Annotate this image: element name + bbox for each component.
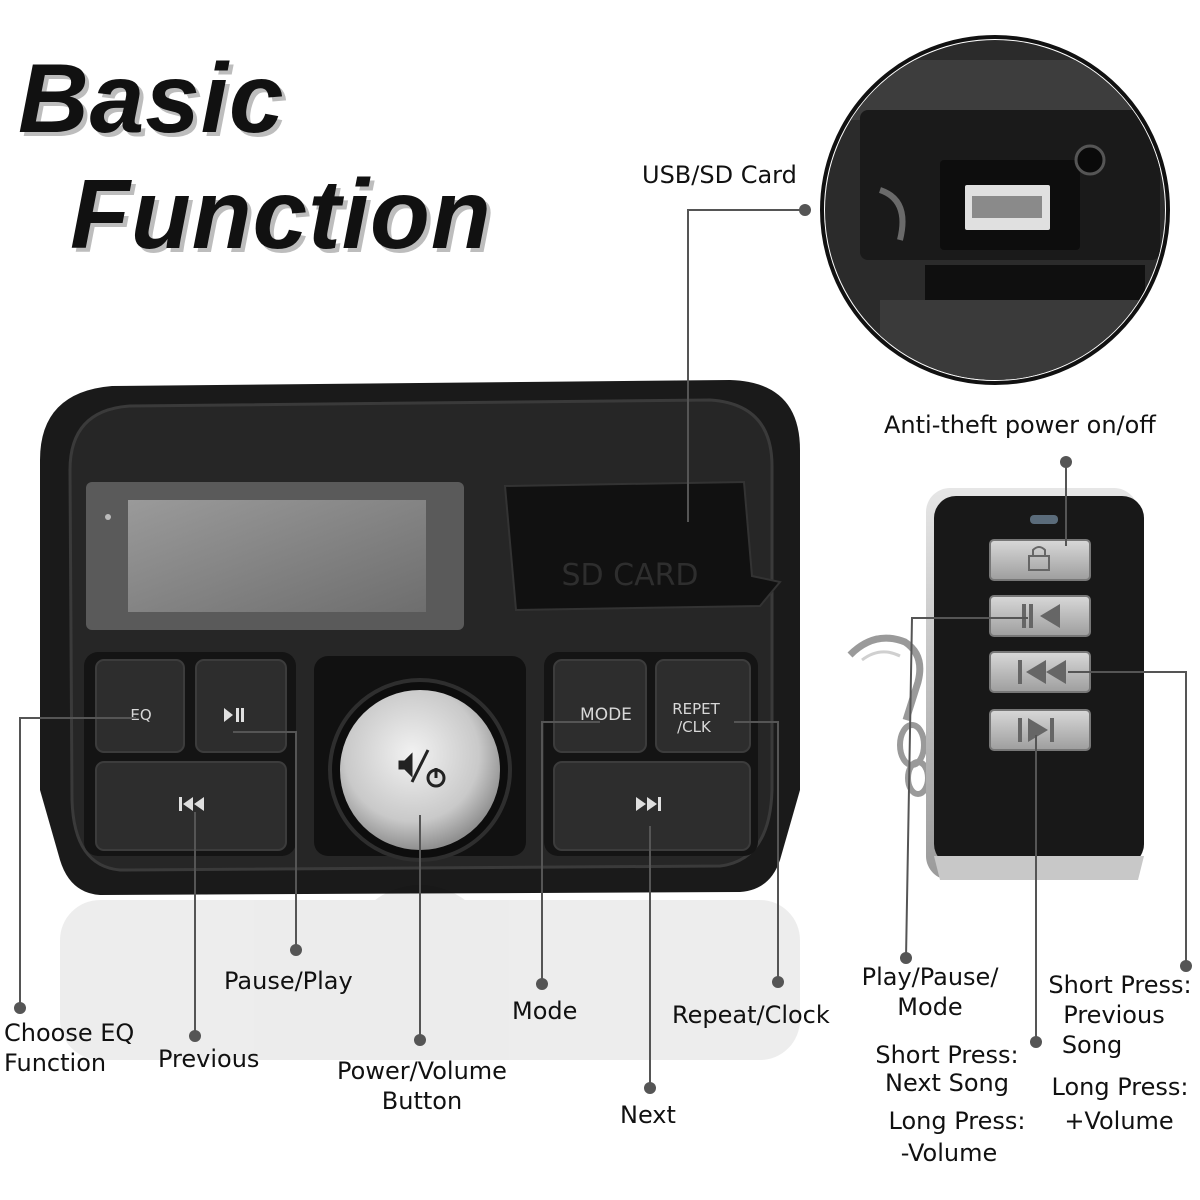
- eq-button: EQ: [95, 659, 185, 753]
- head-unit: SD CARD EQ: [40, 380, 800, 895]
- title-line-1: Basic: [18, 43, 285, 153]
- remote-lock-button: [989, 539, 1091, 581]
- label-power-volume-1: Power/Volume: [337, 1057, 507, 1085]
- previous-icon: [179, 797, 204, 811]
- remote-next-button: [989, 709, 1091, 751]
- mode-button-label: MODE: [580, 705, 632, 725]
- play-pause-mode-icon: [1022, 604, 1026, 628]
- next-icon: [636, 797, 661, 811]
- label-remote-play-pause-mode-1: Play/Pause/: [861, 963, 999, 991]
- label-anti-theft: Anti-theft power on/off: [884, 411, 1156, 439]
- label-remote-previous-5: +Volume: [1064, 1107, 1174, 1135]
- sd-cover-text: SD CARD: [561, 558, 698, 593]
- label-repeat-clock: Repeat/Clock: [672, 1001, 830, 1029]
- label-pause-play: Pause/Play: [224, 967, 353, 995]
- label-remote-next-3: Long Press:: [888, 1107, 1026, 1135]
- label-remote-next-1: Short Press:: [875, 1041, 1019, 1069]
- repeat-clock-button: REPET /CLK: [655, 659, 751, 753]
- remote-play-pause-mode-button: [989, 595, 1091, 637]
- label-remote-next-4: -Volume: [900, 1139, 998, 1167]
- label-remote-previous-2: Previous: [1063, 1001, 1165, 1029]
- label-usb-sd-card: USB/SD Card: [642, 161, 797, 189]
- remote-control: [847, 488, 1144, 880]
- title-line-2: Function: [70, 159, 492, 269]
- label-power-volume-2: Button: [381, 1087, 463, 1115]
- mode-button: MODE: [553, 659, 647, 753]
- power-volume-icon: [398, 749, 446, 788]
- label-remote-previous-4: Long Press:: [1051, 1073, 1189, 1101]
- label-choose-eq-2: Function: [4, 1049, 107, 1077]
- power-volume-knob: [328, 678, 512, 862]
- usb-port-closeup: [820, 35, 1170, 385]
- label-choose-eq-1: Choose EQ: [4, 1019, 135, 1047]
- lcd-screen: [128, 500, 426, 612]
- label-previous: Previous: [158, 1045, 260, 1073]
- device-reflection: [60, 885, 800, 1060]
- eq-button-label: EQ: [130, 706, 151, 724]
- label-mode: Mode: [512, 997, 578, 1025]
- label-remote-previous-3: Song: [1061, 1031, 1123, 1059]
- repeat-button-label-1: REPET: [672, 700, 720, 718]
- sd-card-cover: [503, 480, 782, 612]
- label-remote-play-pause-mode-2: Mode: [897, 993, 963, 1021]
- previous-button: [95, 761, 287, 851]
- play-pause-icon: [224, 708, 244, 722]
- remote-previous-icon: [1018, 660, 1022, 684]
- lock-icon: [1028, 555, 1050, 571]
- remote-next-icon: [1028, 718, 1048, 742]
- label-remote-previous-1: Short Press:: [1048, 971, 1192, 999]
- label-next: Next: [620, 1101, 676, 1129]
- repeat-button-label-2: /CLK: [677, 718, 712, 736]
- leader-lines: [19, 209, 1187, 1088]
- play-pause-button: [195, 659, 287, 753]
- next-button: [553, 761, 751, 851]
- label-remote-next-2: Next Song: [885, 1069, 1009, 1097]
- leader-dots: [14, 204, 1192, 1094]
